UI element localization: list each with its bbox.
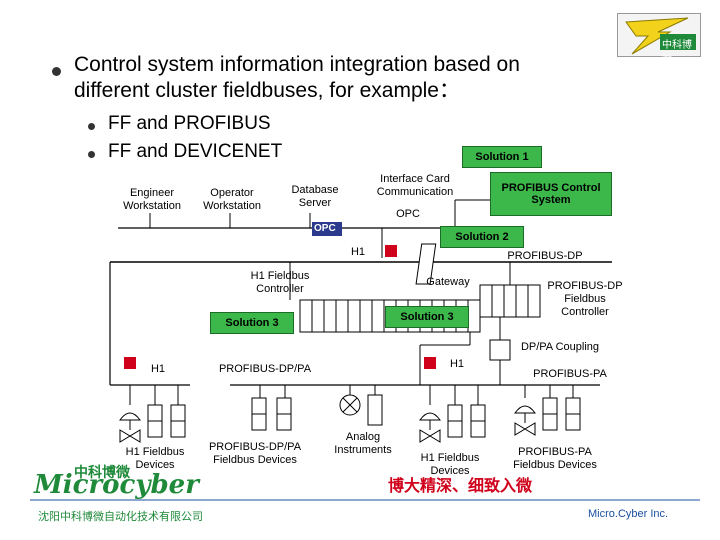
profibus-dp-pa-devices-label: PROFIBUS-DP/PA Fieldbus Devices xyxy=(208,441,302,466)
company-logo-top: 中科博微 xyxy=(617,13,701,66)
profibus-control-system-label: PROFIBUS Control System xyxy=(501,182,601,206)
h1-fieldbus-controller-label: H1 Fieldbus Controller xyxy=(250,270,310,295)
h1-right-label: H1 xyxy=(449,358,465,370)
solution-1-badge: Solution 1 xyxy=(462,146,542,168)
slide-heading: Control system information integration b… xyxy=(74,53,520,102)
solution-3-badge-right: Solution 3 xyxy=(385,306,469,328)
dp-pa-coupling-label: DP/PA Coupling xyxy=(520,341,600,353)
footer-brand-cn: 中科博微 xyxy=(74,465,130,481)
profibus-dp-label: PROFIBUS-DP xyxy=(507,250,583,262)
footer-company-cn: 沈阳中科博微自动化技术有限公司 xyxy=(38,510,203,523)
profibus-pa-devices-label: PROFIBUS-PA Fieldbus Devices xyxy=(513,446,597,471)
solution-2-label: Solution 2 xyxy=(455,231,509,243)
h1-fieldbus-devices-right-label: H1 Fieldbus Devices xyxy=(420,452,480,477)
h1-fieldbus-devices-left-label: H1 Fieldbus Devices xyxy=(125,446,185,471)
footer-brand-en: Microcyber xyxy=(34,470,199,500)
database-server-label: Database Server xyxy=(291,184,339,209)
lightning-logo-icon xyxy=(625,17,696,55)
solution-2-badge: Solution 2 xyxy=(440,226,524,248)
engineer-workstation-label: Engineer Workstation xyxy=(123,187,181,212)
analog-instruments-label: Analog Instruments xyxy=(334,431,392,456)
solution-3-left-label: Solution 3 xyxy=(225,317,279,329)
bullet-dot xyxy=(52,67,61,76)
footer-company-en: Micro.Cyber Inc. xyxy=(588,508,669,520)
profibus-dp-pa-label: PROFIBUS-DP/PA xyxy=(218,363,312,375)
profibus-dp-fieldbus-controller-label: PROFIBUS-DP Fieldbus Controller xyxy=(547,280,623,318)
footer-slogan: 博大精深、细致入微 xyxy=(388,476,533,495)
gateway-label: Gateway xyxy=(426,276,470,288)
profibus-control-system-box: PROFIBUS Control System xyxy=(490,172,612,216)
sub-bullet-dot xyxy=(88,151,95,158)
solution-3-badge-left: Solution 3 xyxy=(210,312,294,334)
operator-workstation-label: Operator Workstation xyxy=(203,187,261,212)
opc-logo-text: OPC xyxy=(314,223,336,234)
sub-bullet-dot xyxy=(88,123,95,130)
solution-3-right-label: Solution 3 xyxy=(400,311,454,323)
opc-label: OPC xyxy=(396,208,420,220)
h1-top-label: H1 xyxy=(350,246,366,258)
h1-left-label: H1 xyxy=(150,363,166,375)
bullet-ff-profibus: FF and PROFIBUS xyxy=(108,113,271,134)
logo-text-cn: 中科博微 xyxy=(662,40,692,66)
profibus-pa-label: PROFIBUS-PA xyxy=(533,368,607,380)
interface-card-label: Interface Card Communication xyxy=(376,173,454,198)
solution-1-label: Solution 1 xyxy=(475,151,529,163)
bullet-ff-devicenet: FF and DEVICENET xyxy=(108,141,283,162)
